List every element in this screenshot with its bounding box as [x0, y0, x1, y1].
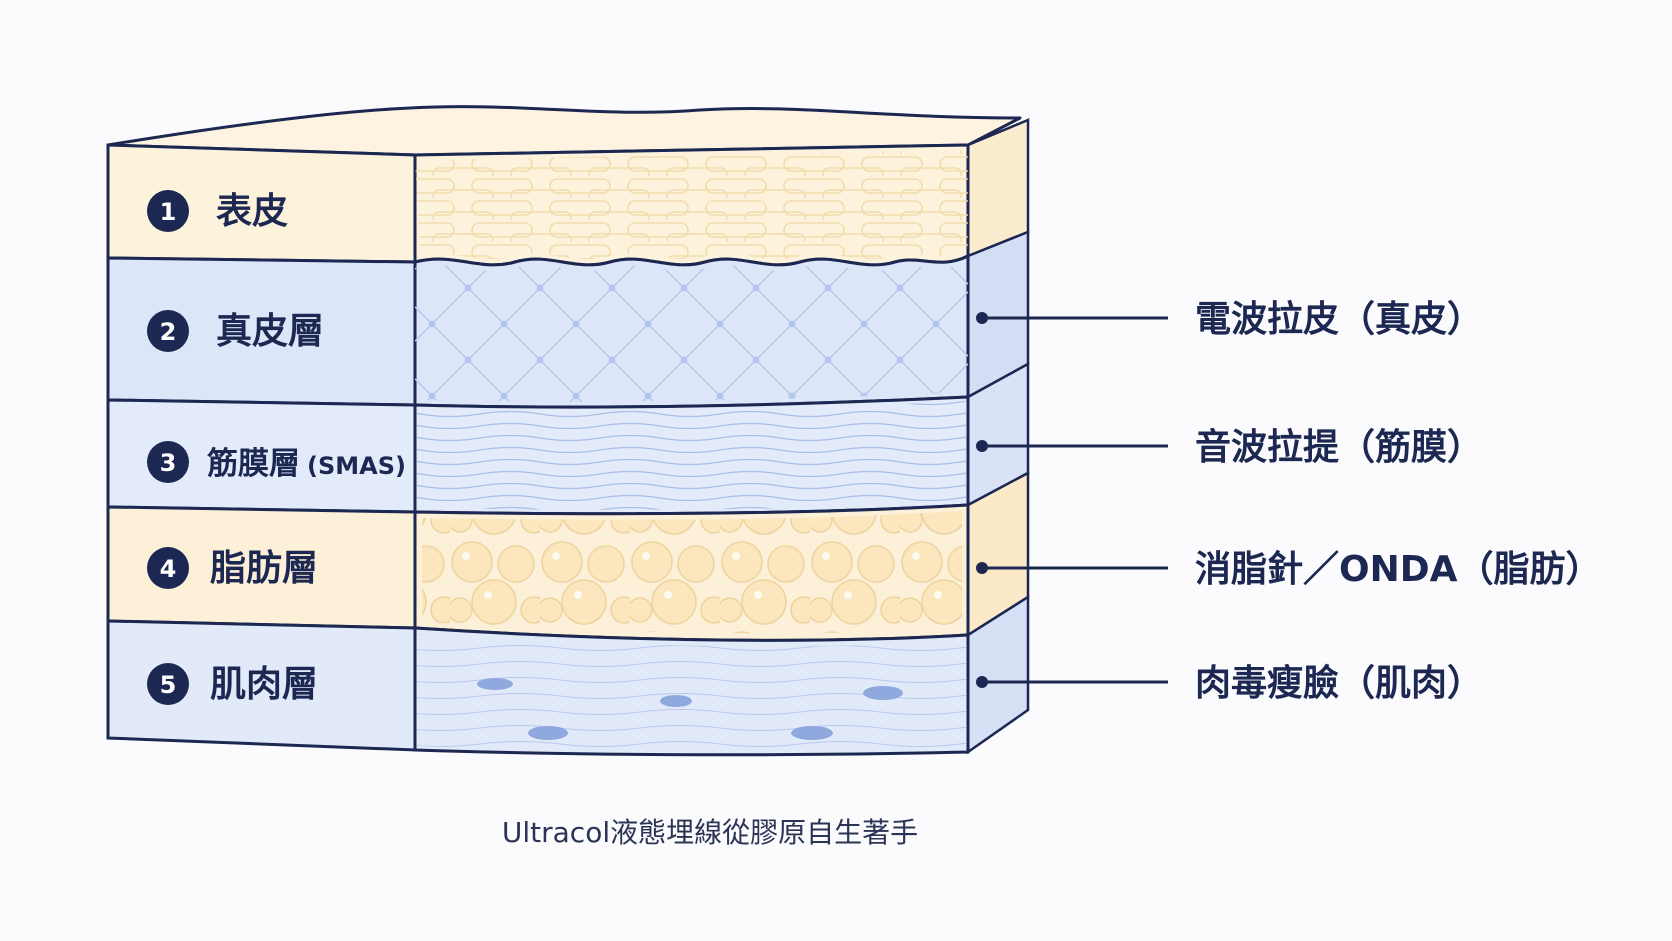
- caption: Ultracol液態埋線從膠原自生著手: [502, 816, 918, 849]
- treatment-pointer-muscle: 肉毒瘦臉（肌肉）: [976, 663, 1483, 704]
- number-badge: [147, 310, 189, 352]
- layer-label-5: 5 肌肉層: [147, 663, 318, 705]
- layer-label-2: 2 真皮層: [147, 310, 324, 352]
- number-badge: [147, 547, 189, 589]
- layer-name-suffix: (SMAS): [307, 452, 406, 480]
- treatment-label: 消脂針／ONDA（脂肪）: [1195, 549, 1601, 590]
- layer-label-4: 4 脂肪層: [147, 547, 318, 589]
- layer-name: 筋膜層: [207, 446, 300, 482]
- section-epidermis: [413, 143, 970, 267]
- number-badge-text: 1: [160, 198, 177, 226]
- treatment-pointer-fat: 消脂針／ONDA（脂肪）: [976, 549, 1601, 590]
- treatment-label: 音波拉提（筋膜）: [1195, 427, 1483, 468]
- number-badge: [147, 190, 189, 232]
- number-badge: [147, 441, 189, 483]
- treatment-pointer-dermis: 電波拉皮（真皮）: [976, 299, 1483, 340]
- layer-name: 脂肪層: [210, 548, 318, 589]
- muscle-nucleus: [477, 678, 513, 690]
- section-dermis: [413, 253, 970, 409]
- number-badge-text: 2: [160, 318, 177, 346]
- number-badge: [147, 663, 189, 705]
- muscle-nucleus: [660, 695, 692, 707]
- section-smas: [413, 395, 970, 516]
- layer-label-3: 3 筋膜層 (SMAS): [147, 441, 406, 483]
- layer-label-1: 1 表皮: [147, 190, 288, 232]
- muscle-nucleus: [791, 726, 833, 740]
- treatment-label: 電波拉皮（真皮）: [1195, 299, 1483, 340]
- layer-name: 肌肉層: [210, 664, 318, 705]
- number-badge-text: 4: [160, 555, 177, 583]
- section-fat: [413, 503, 970, 642]
- number-badge-text: 3: [160, 449, 177, 477]
- skin-top-surface: [106, 105, 1022, 157]
- layer-name: 真皮層: [216, 311, 324, 352]
- layer-name: 表皮: [216, 191, 288, 232]
- treatment-pointer-smas: 音波拉提（筋膜）: [976, 427, 1483, 468]
- muscle-nucleus: [528, 726, 568, 740]
- muscle-nucleus: [863, 686, 903, 700]
- section-muscle: [413, 626, 970, 757]
- treatment-label: 肉毒瘦臉（肌肉）: [1195, 663, 1483, 704]
- number-badge-text: 5: [160, 671, 177, 699]
